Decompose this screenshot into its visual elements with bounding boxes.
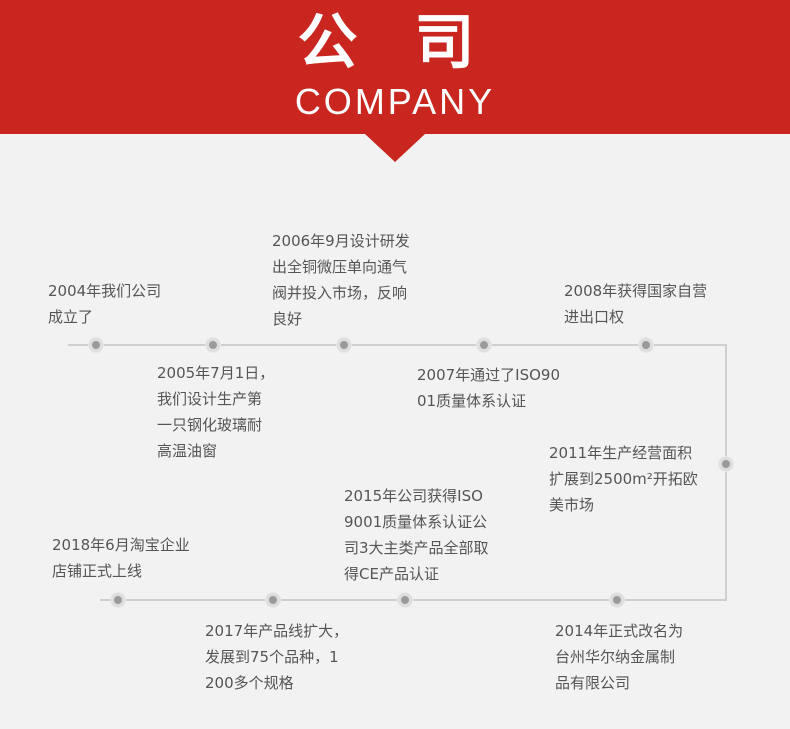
banner-arrow (365, 134, 425, 162)
timeline-dot-2005 (206, 338, 220, 352)
timeline-event-2008: 2008年获得国家自营 进出口权 (564, 282, 708, 326)
timeline-dot-2007 (477, 338, 491, 352)
page-title: 公 司 (297, 8, 493, 78)
timeline-line-top (68, 344, 726, 346)
page-subtitle: COMPANY (294, 81, 496, 122)
timeline-event-2018: 2018年6月淘宝企业 店铺正式上线 (52, 536, 190, 580)
timeline-event-2011: 2011年生产经营面积 扩展到2500m²开拓欧 美市场 (549, 444, 698, 514)
timeline-dot-2017 (266, 593, 280, 607)
timeline-dot-2011 (719, 457, 733, 471)
header-banner (0, 0, 790, 134)
timeline-line-right (725, 344, 727, 601)
timeline-dot-2014 (610, 593, 624, 607)
timeline-event-2014: 2014年正式改名为 台州华尔纳金属制 品有限公司 (555, 622, 684, 692)
timeline-line-bottom (100, 599, 727, 601)
timeline-dot-2006 (337, 338, 351, 352)
timeline-event-2017: 2017年产品线扩大， 发展到75个品种，1 200多个规格 (205, 622, 349, 692)
timeline-dot-2015 (398, 593, 412, 607)
timeline-event-2004: 2004年我们公司 成立了 (48, 282, 162, 326)
timeline-event-2005: 2005年7月1日， 我们设计生产第 一只钢化玻璃耐 高温油窗 (157, 364, 275, 460)
timeline-event-2007: 2007年通过了ISO90 01质量体系认证 (417, 366, 561, 410)
timeline-dot-2008 (639, 338, 653, 352)
timeline-dot-2004 (89, 338, 103, 352)
timeline-event-2006: 2006年9月设计研发 出全铜微压单向通气 阀并投入市场，反响 良好 (272, 232, 410, 328)
timeline-event-2015: 2015年公司获得ISO 9001质量体系认证公 司3大主类产品全部取 得CE产… (344, 487, 489, 583)
timeline-dot-2018 (111, 593, 125, 607)
